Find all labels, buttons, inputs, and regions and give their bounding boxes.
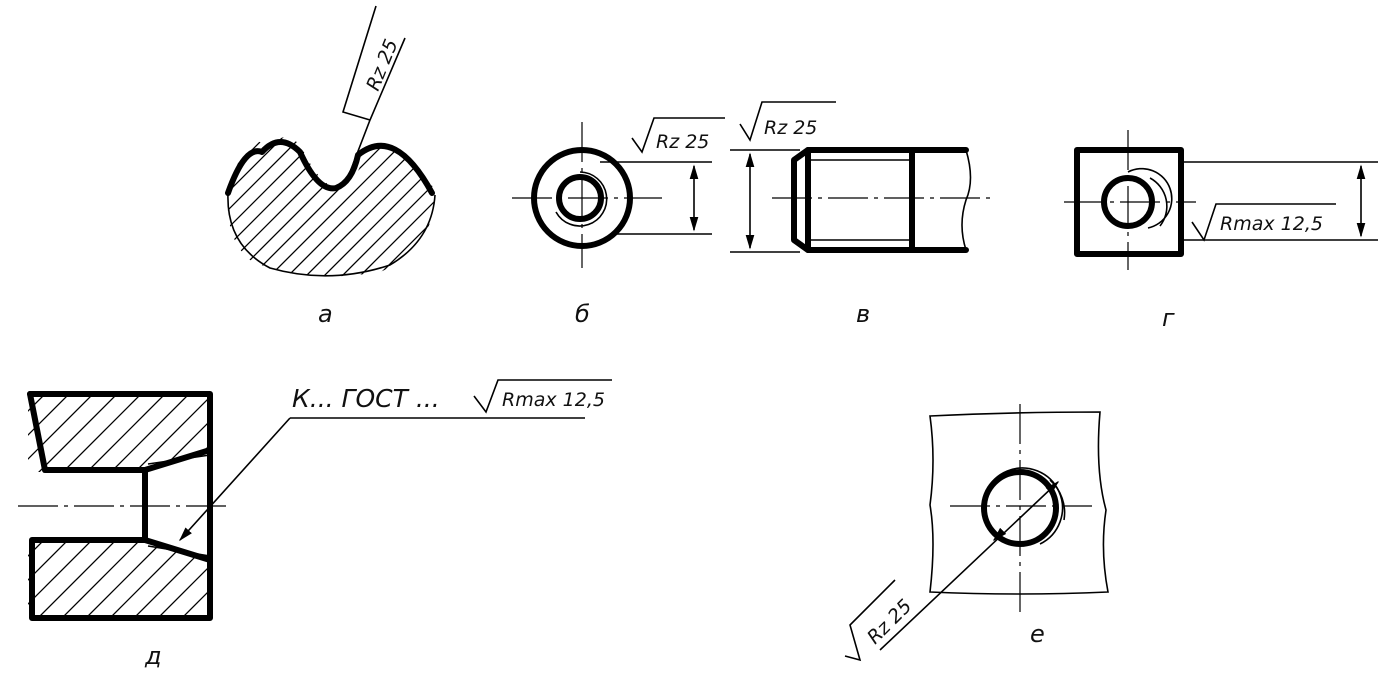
hatch-line bbox=[436, 110, 616, 290]
roughness-text-b: Rz 25 bbox=[656, 131, 709, 153]
thread-arc-e bbox=[981, 467, 1064, 545]
hatch-line bbox=[291, 136, 435, 277]
roughness-text-v: Rz 25 bbox=[764, 117, 817, 139]
hatch-line bbox=[399, 136, 435, 277]
roughness-text-g: Rmax 12,5 bbox=[1220, 213, 1323, 235]
part-outline-top bbox=[27, 391, 213, 621]
hatch-line bbox=[179, 589, 210, 620]
hatch-line bbox=[110, 394, 190, 472]
figure-e: Rz 25 е bbox=[844, 404, 1109, 662]
hatch-line bbox=[227, 136, 257, 277]
hatch-line bbox=[363, 136, 435, 277]
hatch-line bbox=[255, 136, 435, 277]
hole-circle-e bbox=[981, 469, 1059, 547]
figure-d: К... ГОСТ ... Rmax 12,5 д bbox=[0, 379, 612, 670]
roughness-text-a: Rz 25 bbox=[362, 36, 402, 94]
hatch-line bbox=[0, 390, 25, 475]
roughness-text-d: Rmax 12,5 bbox=[502, 389, 605, 411]
hatch-line bbox=[62, 394, 142, 472]
thread-arc-g bbox=[1127, 167, 1173, 229]
label-a: а bbox=[318, 300, 333, 328]
inner-circle-b bbox=[556, 174, 604, 222]
hatch-line bbox=[40, 110, 220, 290]
inner-circle-g bbox=[1101, 175, 1155, 229]
hatch-line bbox=[28, 394, 70, 436]
cone-inner-top bbox=[147, 454, 211, 465]
hatch-line bbox=[28, 538, 47, 557]
bolt-outline bbox=[791, 147, 969, 253]
hatch-line bbox=[227, 136, 239, 277]
gost-text-d: К... ГОСТ ... bbox=[292, 384, 440, 413]
wavy-profile bbox=[225, 139, 435, 196]
hatch-line bbox=[28, 538, 95, 605]
hatch-line bbox=[227, 136, 275, 277]
cone-inner-bottom bbox=[147, 545, 211, 557]
hatch-line bbox=[0, 535, 25, 622]
break-line-v bbox=[961, 149, 972, 251]
hatch-d-top bbox=[0, 390, 210, 475]
thread-arc-g2 bbox=[1149, 177, 1168, 227]
thread-arc-b bbox=[555, 171, 608, 227]
figure-b: Rz 25 б bbox=[512, 117, 725, 328]
roughness-sign-g bbox=[1191, 203, 1336, 242]
hatch-line bbox=[134, 396, 210, 472]
roughness-sign-a bbox=[341, 5, 377, 121]
bore-void bbox=[40, 450, 210, 560]
hatch-line bbox=[327, 136, 435, 277]
hatch-line bbox=[203, 613, 210, 620]
label-d: д bbox=[144, 642, 162, 670]
figure-g: Rmax 12,5 г bbox=[1064, 130, 1378, 332]
figure-v: Rz 25 в bbox=[730, 101, 996, 328]
figure-a: Rz 25 а bbox=[40, 5, 742, 328]
hatch-line bbox=[274, 535, 361, 622]
hatch-line bbox=[38, 394, 118, 472]
roughness-sign-e bbox=[844, 579, 896, 662]
hatch-line bbox=[309, 136, 435, 277]
leader-arrow-e2 bbox=[992, 527, 1007, 542]
leader-e bbox=[879, 481, 1060, 651]
square-outline-g bbox=[1074, 147, 1184, 257]
hatch-line bbox=[35, 538, 119, 620]
hatch-line bbox=[345, 136, 435, 277]
hatch-line bbox=[417, 136, 435, 277]
plate-outline-e bbox=[929, 411, 1109, 595]
hatch-line bbox=[490, 110, 670, 290]
hatch-line bbox=[86, 394, 166, 472]
section-boundary bbox=[227, 192, 436, 277]
label-b: б bbox=[575, 300, 590, 328]
hatch-line bbox=[250, 535, 337, 622]
roughness-sign-d bbox=[473, 379, 612, 414]
hatch-line bbox=[562, 110, 742, 290]
roughness-sign-b bbox=[631, 117, 725, 154]
hatch-line bbox=[83, 538, 167, 620]
label-e: е bbox=[1030, 620, 1045, 648]
roughness-sign-v bbox=[739, 101, 836, 142]
outer-circle-b bbox=[531, 147, 633, 249]
hatch-line bbox=[226, 535, 313, 622]
label-v: в bbox=[856, 300, 870, 328]
hatch-line bbox=[59, 538, 143, 620]
leader-d bbox=[179, 417, 291, 542]
label-g: г bbox=[1162, 304, 1175, 332]
hatch-line bbox=[28, 394, 94, 460]
hatch-line bbox=[298, 535, 385, 622]
hatch-line bbox=[155, 565, 210, 620]
